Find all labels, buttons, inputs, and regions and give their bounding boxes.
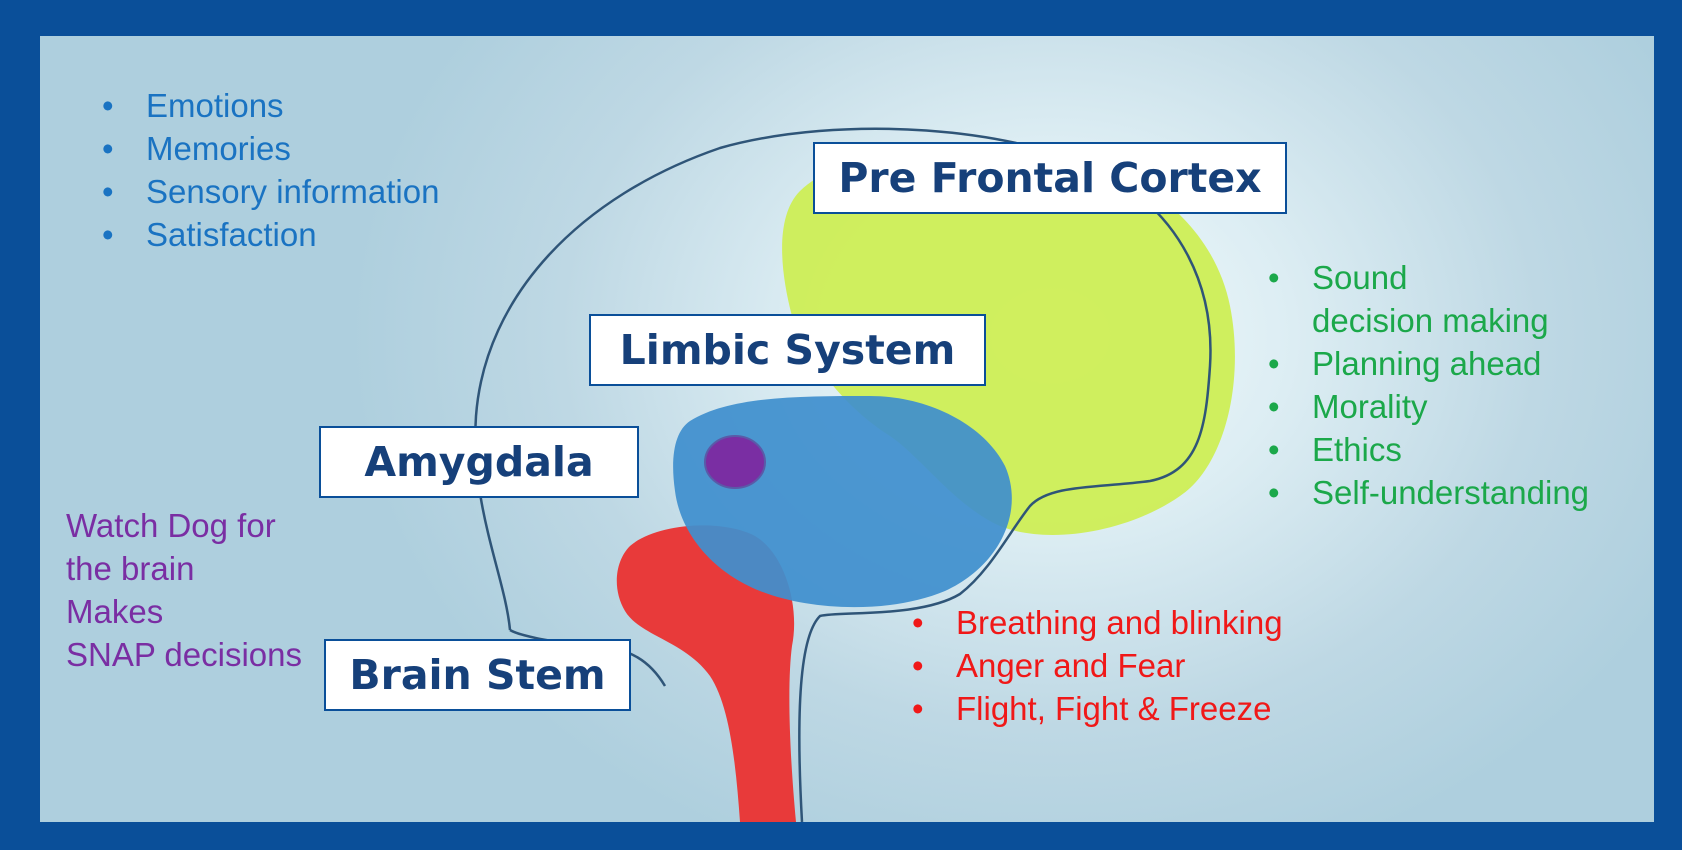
amygdala-functions-list: Watch Dog for the brain Makes SNAP decis… (40, 504, 302, 676)
list-item: Watch Dog for the brain (40, 504, 302, 590)
list-item: Satisfaction (100, 213, 439, 256)
list-item-text: Makes (66, 590, 302, 633)
list-item: Anger and Fear (910, 644, 1283, 687)
list-item: Makes SNAP decisions (40, 590, 302, 676)
list-item-text: Watch Dog for (66, 504, 302, 547)
list-item-text: Sound (1312, 256, 1589, 299)
list-item-text-cont: SNAP decisions (66, 633, 302, 676)
list-item: Breathing and blinking (910, 601, 1283, 644)
brain-stem-functions-list: Breathing and blinking Anger and Fear Fl… (910, 601, 1283, 730)
list-item-text-cont: decision making (1312, 299, 1589, 342)
list-item: Flight, Fight & Freeze (910, 687, 1283, 730)
list-item: Memories (100, 127, 439, 170)
list-item: Morality (1266, 385, 1589, 428)
brain-stem-label: Brain Stem (324, 639, 631, 711)
list-item: Self-understanding (1266, 471, 1589, 514)
pfc-functions-list: Sound decision making Planning ahead Mor… (1266, 256, 1589, 514)
list-item: Emotions (100, 84, 439, 127)
amygdala-label: Amygdala (319, 426, 639, 498)
list-item: Ethics (1266, 428, 1589, 471)
diagram-panel: Pre Frontal Cortex Limbic System Amygdal… (40, 36, 1654, 822)
limbic-functions-list: Emotions Memories Sensory information Sa… (100, 84, 439, 256)
list-item: Planning ahead (1266, 342, 1589, 385)
amygdala-dot (705, 436, 765, 488)
limbic-label: Limbic System (589, 314, 986, 386)
list-item: Sound decision making (1266, 256, 1589, 342)
list-item-text-cont: the brain (66, 547, 302, 590)
pfc-label: Pre Frontal Cortex (813, 142, 1287, 214)
list-item: Sensory information (100, 170, 439, 213)
